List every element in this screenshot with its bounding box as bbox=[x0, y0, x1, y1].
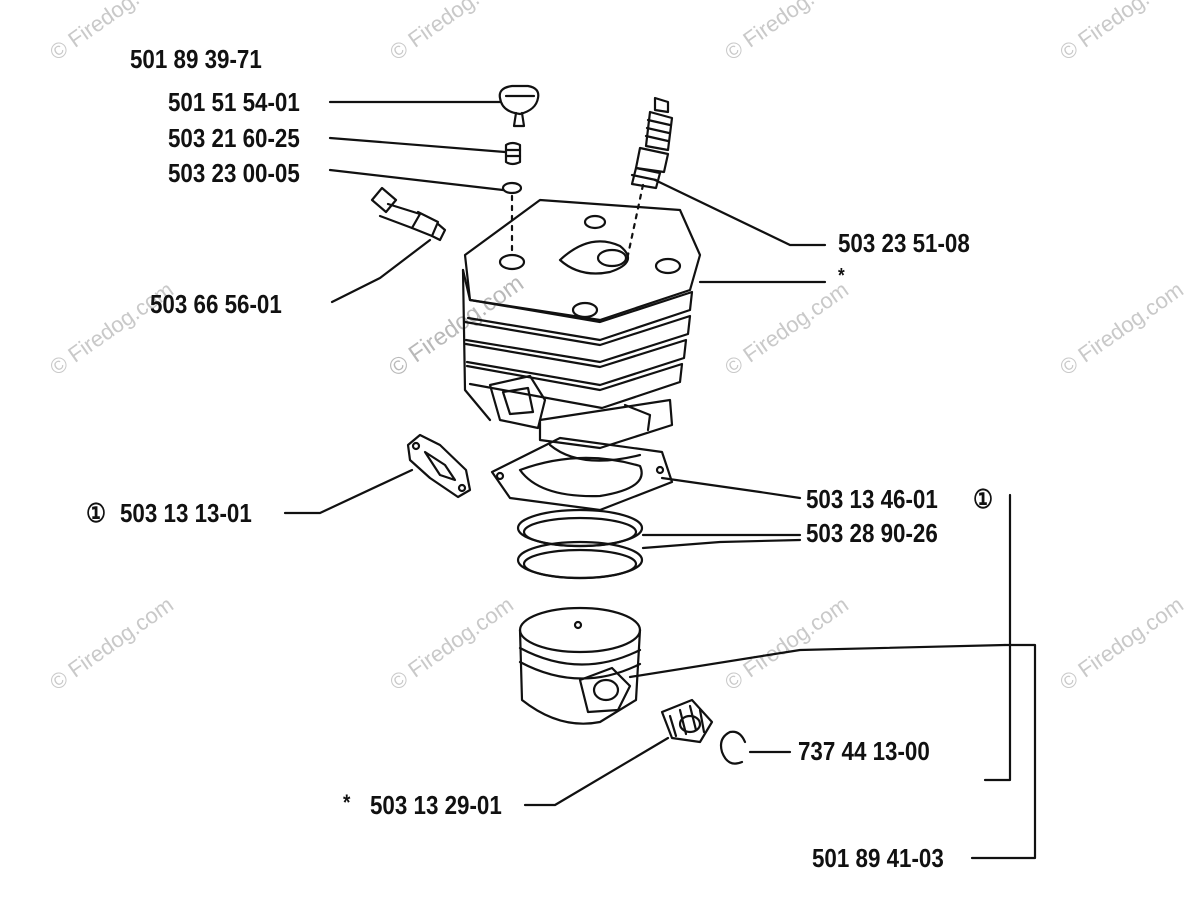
base-gasket-part bbox=[518, 456, 643, 498]
piston-part bbox=[573, 620, 583, 630]
cylinder-part bbox=[461, 268, 492, 422]
cylinder-part bbox=[571, 301, 599, 319]
needle-bearing-part bbox=[678, 714, 702, 734]
circled-marker: ① bbox=[86, 498, 107, 528]
circlip-part bbox=[719, 730, 747, 765]
part-number-circlip: 737 44 13-00 bbox=[798, 736, 930, 766]
leader-line bbox=[328, 168, 505, 192]
cylinder-fin bbox=[463, 314, 692, 364]
part-number-valve: 503 21 60-25 bbox=[168, 123, 300, 153]
piston-pin-boss bbox=[578, 666, 632, 714]
exhaust-gasket-part bbox=[457, 483, 467, 493]
leader-line bbox=[523, 736, 670, 807]
exhaust-gasket-part bbox=[423, 450, 457, 482]
assembly-number-label: 501 89 39-71 bbox=[130, 44, 262, 74]
cylinder-part bbox=[498, 253, 526, 271]
piston-pin-boss bbox=[592, 678, 620, 702]
leader-line bbox=[660, 476, 802, 500]
valve-part bbox=[504, 141, 522, 166]
spark-plug-part bbox=[634, 146, 670, 174]
cylinder-fin bbox=[461, 268, 694, 342]
part-number-washer: 503 23 00-05 bbox=[168, 158, 300, 188]
circled-marker: ① bbox=[973, 484, 994, 514]
needle-bearing-part bbox=[660, 698, 714, 744]
kit-bracket bbox=[970, 643, 1037, 860]
piston-ring-part bbox=[522, 548, 638, 580]
piston-part bbox=[518, 606, 642, 654]
piston-ring-part bbox=[522, 516, 638, 548]
exhaust-port bbox=[501, 386, 535, 416]
leader-line bbox=[330, 238, 432, 304]
decomp-valve-part bbox=[430, 222, 447, 242]
exhaust-port bbox=[488, 374, 547, 430]
cylinder-part bbox=[558, 240, 630, 275]
part-number-exhaust-gasket: 503 13 13-01 bbox=[120, 498, 252, 528]
piston-part bbox=[518, 660, 642, 680]
cylinder-part bbox=[583, 214, 607, 230]
leader-line bbox=[641, 538, 802, 550]
cylinder-fin bbox=[464, 338, 688, 387]
piston-part bbox=[518, 628, 642, 725]
cylinder-base bbox=[623, 403, 652, 432]
kit-bracket bbox=[983, 493, 1012, 782]
plug-part bbox=[498, 84, 540, 116]
base-gasket-part bbox=[655, 465, 665, 475]
cylinder-base bbox=[538, 398, 674, 450]
cylinder-part bbox=[596, 248, 628, 268]
base-gasket-part bbox=[490, 436, 674, 512]
cylinder-part bbox=[654, 257, 682, 275]
leader-line bbox=[653, 178, 827, 247]
part-number-spark-plug: 503 23 51-08 bbox=[838, 228, 970, 258]
cylinder-note-asterisk: * bbox=[838, 265, 845, 287]
washer-part bbox=[501, 181, 523, 195]
axis-line bbox=[626, 183, 645, 257]
exhaust-gasket-part bbox=[406, 433, 472, 499]
decomp-valve-part bbox=[410, 210, 440, 238]
exhaust-gasket-part bbox=[411, 441, 421, 451]
spark-plug-part bbox=[653, 96, 670, 114]
leader-line bbox=[628, 643, 1007, 679]
part-number-plug: 501 51 54-01 bbox=[168, 87, 300, 117]
leader-line bbox=[283, 468, 414, 515]
needle-bearing-note-asterisk: * bbox=[343, 790, 351, 815]
part-number-base-gasket: 503 13 46-01 bbox=[806, 484, 938, 514]
piston-part bbox=[518, 646, 642, 666]
cylinder-fin bbox=[465, 362, 684, 410]
part-number-piston-rings: 503 28 90-26 bbox=[806, 518, 938, 548]
part-number-piston-kit: 501 89 41-03 bbox=[812, 843, 944, 873]
valve-part bbox=[504, 148, 522, 158]
plug-part bbox=[512, 111, 526, 128]
cylinder-base bbox=[548, 443, 642, 462]
part-number-needle-bearing: 503 13 29-01 bbox=[370, 790, 502, 820]
leader-line bbox=[328, 136, 507, 154]
spark-plug-part bbox=[644, 110, 674, 152]
decomp-valve-part bbox=[370, 186, 398, 214]
decomp-valve-part bbox=[378, 202, 422, 230]
spark-plug-part bbox=[630, 166, 662, 190]
part-number-decomp-valve: 503 66 56-01 bbox=[150, 289, 282, 319]
spark-plug-part bbox=[644, 118, 672, 143]
spark-plug-part bbox=[630, 173, 658, 182]
base-gasket-part bbox=[495, 471, 505, 481]
needle-bearing-part bbox=[668, 704, 706, 738]
